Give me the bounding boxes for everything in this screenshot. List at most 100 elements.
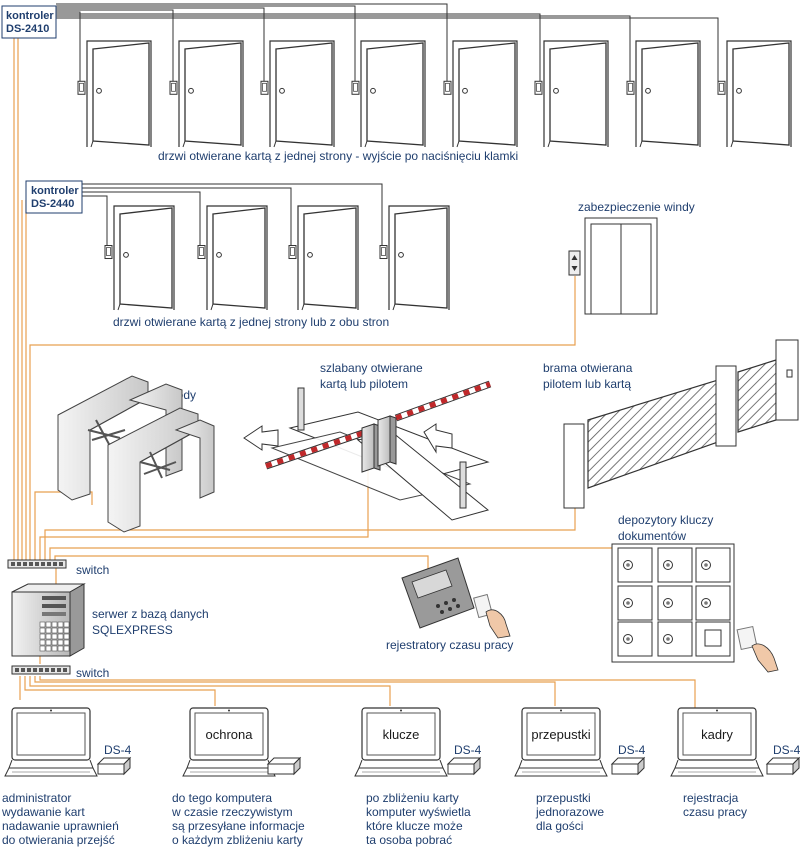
screen-label: przepustki bbox=[531, 727, 590, 742]
caption-server-line1: serwer z bazą danych bbox=[92, 607, 209, 621]
caption-gate-line2: pilotem lub kartą bbox=[543, 377, 631, 391]
controller-ds2440: kontroler DS-2440 bbox=[25, 180, 83, 214]
laptop: ochrona bbox=[182, 707, 276, 777]
caption-barrier-line2: kartą lub pilotem bbox=[320, 377, 408, 391]
door bbox=[197, 205, 268, 311]
laptop bbox=[4, 707, 98, 777]
card-reader-ds4: DS-4 bbox=[446, 743, 482, 776]
caption-line: do otwierania przejść bbox=[2, 833, 115, 847]
door bbox=[351, 40, 426, 148]
laptop: klucze bbox=[354, 707, 448, 777]
controller-ds2440-line1: kontroler bbox=[31, 185, 79, 197]
laptop: przepustki bbox=[514, 707, 608, 777]
key-deposit-cabinet: depozytory kluczy dokumentów bbox=[611, 513, 779, 673]
screen-label: ochrona bbox=[206, 727, 254, 742]
caption-line: do tego komputera bbox=[172, 791, 272, 805]
caption-key-deposits-line2: dokumentów bbox=[618, 529, 686, 543]
locker-compartment bbox=[657, 585, 693, 621]
barrier-boom-1 bbox=[264, 428, 368, 470]
caption-switch-top: switch bbox=[76, 563, 109, 577]
caption-line: rejestracja bbox=[683, 791, 739, 805]
switch-bottom: switch bbox=[11, 665, 109, 680]
card-reader bbox=[717, 80, 726, 95]
screen-label: kadry bbox=[701, 727, 733, 742]
card-reader bbox=[379, 245, 388, 260]
locker-compartment bbox=[695, 547, 731, 583]
elevator: zabezpieczenie windy bbox=[568, 200, 695, 315]
caption-line: przepustki bbox=[536, 791, 591, 805]
door bbox=[626, 40, 701, 148]
caption-line: administrator bbox=[2, 791, 71, 805]
sliding-gate: brama otwierana pilotem lub kartą bbox=[543, 339, 799, 509]
card-reader bbox=[443, 80, 452, 95]
reader-label: DS-4 bbox=[773, 743, 800, 757]
doors-row-2 bbox=[104, 205, 450, 311]
door bbox=[534, 40, 609, 148]
tripods: tripody bbox=[57, 375, 215, 533]
caption-elevator: zabezpieczenie windy bbox=[578, 200, 695, 214]
caption-line: o każdym zbliżeniu karty bbox=[172, 833, 303, 847]
caption-line: czasu pracy bbox=[683, 805, 747, 819]
elevator-call-panel bbox=[568, 250, 581, 276]
locker-compartment bbox=[617, 585, 653, 621]
laptop: kadry bbox=[670, 707, 764, 777]
controller-ds2410-line1: kontroler bbox=[6, 10, 54, 22]
door bbox=[260, 40, 335, 148]
card-reader bbox=[77, 80, 86, 95]
controller-ds2440-line2: DS-2440 bbox=[31, 198, 74, 210]
reader-label: DS-4 bbox=[454, 743, 482, 757]
locker-compartment bbox=[695, 585, 731, 621]
caption-line: w czasie rzeczywistym bbox=[171, 805, 293, 819]
reader-label: DS-4 bbox=[618, 743, 646, 757]
caption-line: po zbliżeniu karty bbox=[366, 791, 459, 805]
screen-label: klucze bbox=[383, 727, 420, 742]
locker-compartment bbox=[657, 621, 693, 657]
locker-compartment bbox=[657, 547, 693, 583]
caption-line: które klucze może bbox=[366, 819, 463, 833]
caption-server-line2: SQLEXPRESS bbox=[92, 623, 173, 637]
card-reader bbox=[260, 80, 269, 95]
door bbox=[288, 205, 359, 311]
caption-line: nadawanie uprawnień bbox=[2, 819, 119, 833]
caption-line: ta osoba pobrać bbox=[366, 833, 452, 847]
caption-doors-one-side-exit: drzwi otwierane kartą z jednej strony - … bbox=[158, 149, 518, 163]
card-reader-ds4: DS-4 bbox=[610, 743, 646, 776]
caption-line: komputer wyświetla bbox=[366, 805, 471, 819]
card-reader-ds4 bbox=[266, 756, 302, 776]
card-reader bbox=[351, 80, 360, 95]
card-reader-ds4: DS-4 bbox=[96, 743, 132, 776]
controller-ds2410: kontroler DS-2410 bbox=[1, 5, 57, 39]
card-reader bbox=[534, 80, 543, 95]
caption-time-recorders: rejestratory czasu pracy bbox=[386, 638, 513, 652]
caption-line: są przesyłane informacje bbox=[172, 819, 305, 833]
card-reader bbox=[104, 245, 113, 260]
caption-barrier-line1: szlabany otwierane bbox=[320, 361, 423, 375]
caption-line: wydawanie kart bbox=[1, 805, 85, 819]
card-reader bbox=[197, 245, 206, 260]
card-reader-ds4: DS-4 bbox=[765, 743, 800, 776]
card-reader bbox=[626, 80, 635, 95]
door bbox=[104, 205, 175, 311]
door bbox=[443, 40, 518, 148]
caption-switch-bottom: switch bbox=[76, 666, 109, 680]
caption-line: dla gości bbox=[536, 819, 583, 833]
caption-doors-one-or-both: drzwi otwierane kartą z jednej strony lu… bbox=[113, 315, 389, 329]
controller-ds2410-line2: DS-2410 bbox=[6, 23, 49, 35]
caption-key-deposits-line1: depozytory kluczy bbox=[618, 513, 713, 527]
barriers: szlabany otwierane kartą lub pilotem bbox=[243, 361, 492, 521]
doors-row-1 bbox=[77, 40, 792, 148]
card-reader bbox=[169, 80, 178, 95]
caption-line: jednorazowe bbox=[535, 805, 604, 819]
switch-top: switch bbox=[7, 559, 109, 577]
